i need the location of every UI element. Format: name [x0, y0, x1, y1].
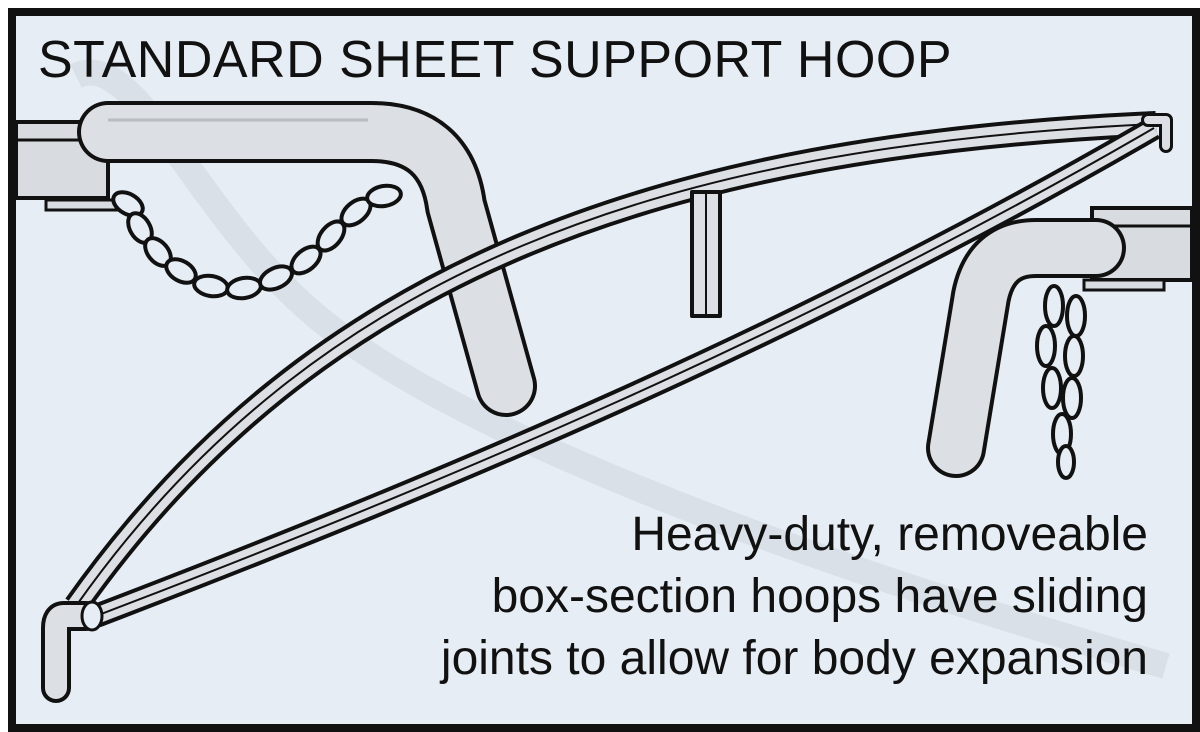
box-section-hoop	[65, 111, 1173, 628]
right-chain	[1035, 284, 1087, 480]
hoop-left-spigot	[41, 600, 104, 703]
caption-block: Heavy-duty, removeable box-section hoops…	[248, 504, 1148, 690]
diagram-frame: STANDARD SHEET SUPPORT HOOP Heavy-duty, …	[8, 8, 1200, 732]
caption-line-2: box-section hoops have sliding	[491, 570, 1148, 623]
caption-line-3: joints to allow for body expansion	[440, 632, 1148, 685]
left-chain	[111, 183, 403, 301]
diagram-title: STANDARD SHEET SUPPORT HOOP	[38, 31, 953, 89]
hoop-illustration	[16, 59, 1192, 703]
caption-line-1: Heavy-duty, removeable	[631, 508, 1148, 561]
